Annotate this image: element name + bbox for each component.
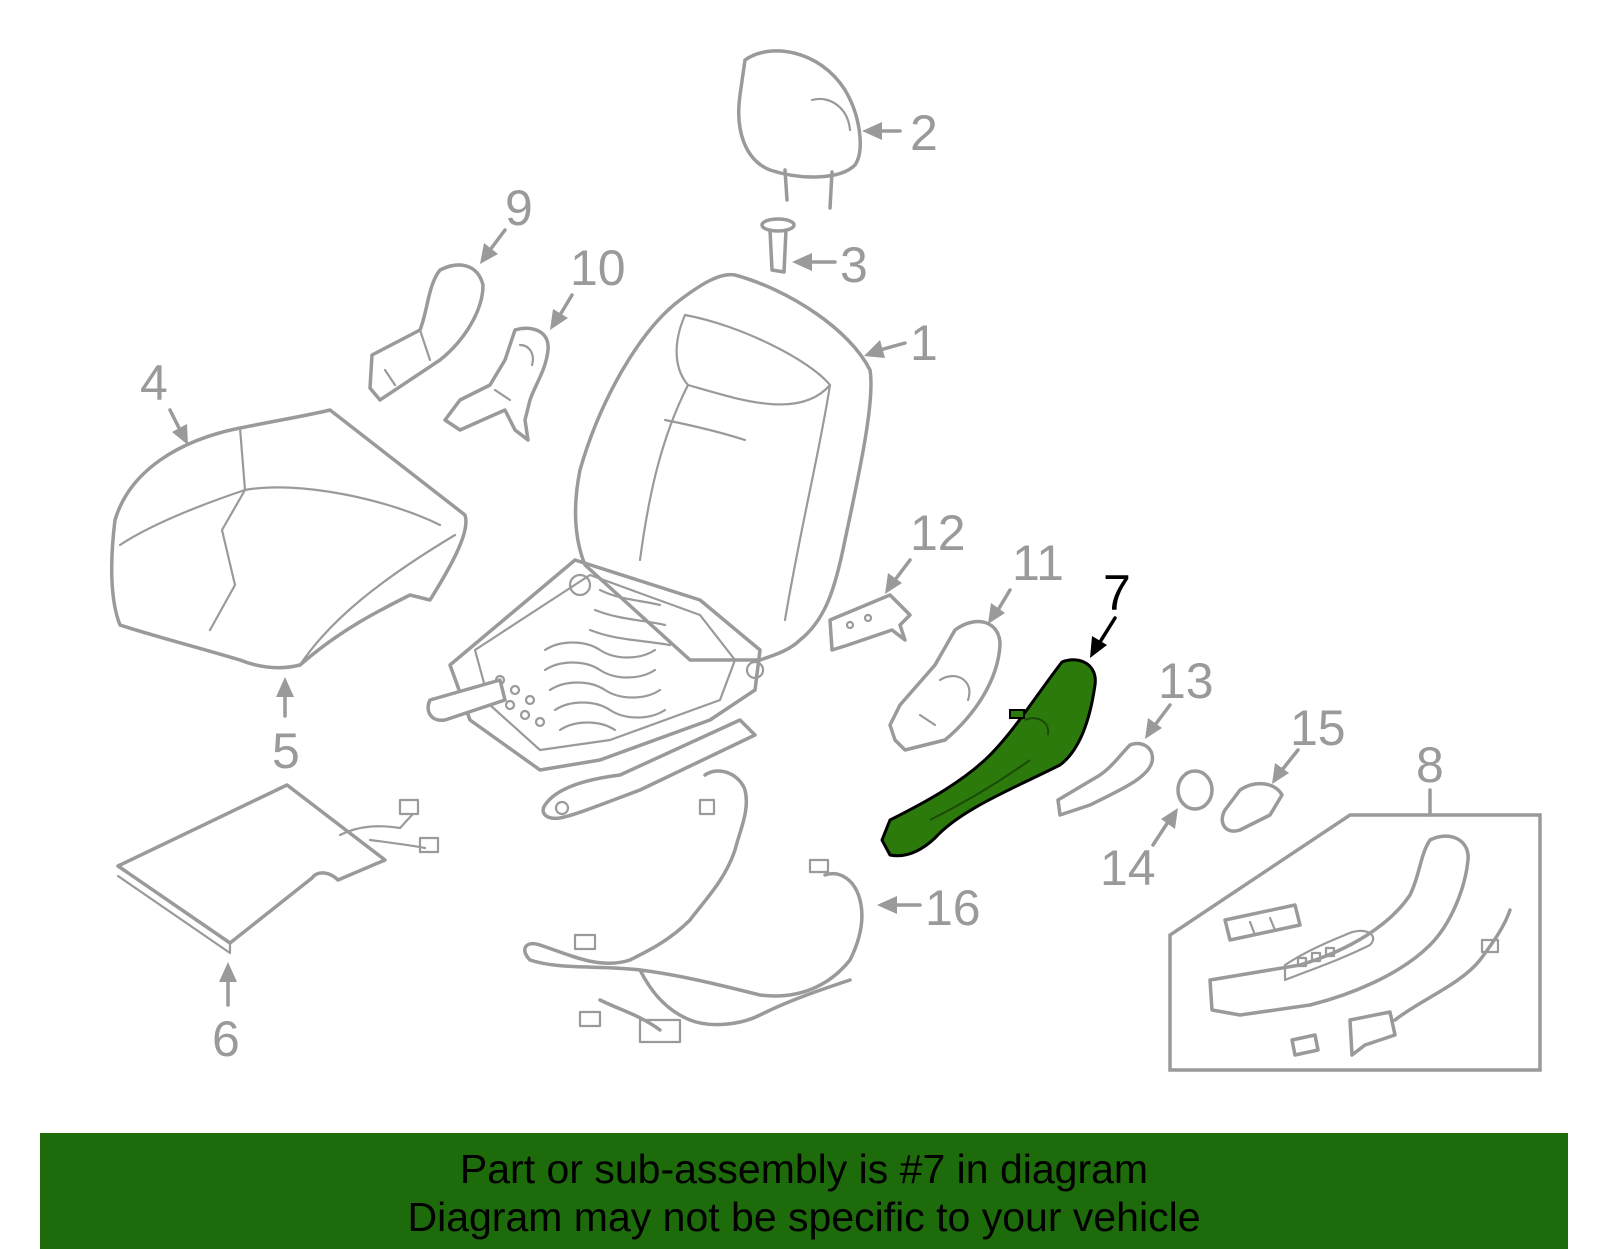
part-lever[interactable] (1056, 741, 1155, 817)
part-recliner-cover[interactable] (368, 263, 485, 402)
callout-16: 16 (925, 880, 981, 936)
callout-7-highlighted: 7 (1103, 565, 1131, 621)
highlighted-part-7 (880, 658, 1097, 858)
callout-12: 12 (910, 505, 966, 561)
callout-4: 4 (140, 355, 168, 411)
inset-box-8 (1168, 813, 1542, 1072)
callout-1: 1 (910, 315, 938, 371)
callout-6: 6 (212, 1011, 240, 1067)
callout-5: 5 (272, 723, 300, 779)
footer-line-1: Part or sub-assembly is #7 in diagram (459, 1146, 1149, 1192)
part-headrest-guide[interactable] (760, 217, 796, 274)
callout-numbers: 1 2 3 4 5 6 7 8 9 10 11 12 13 14 15 16 (140, 105, 1444, 1067)
callout-13: 13 (1158, 653, 1214, 709)
callout-lines (168, 122, 1432, 1007)
part-bracket-10[interactable] (443, 326, 550, 442)
part-8-inset[interactable] (1168, 813, 1542, 1072)
part-wiring-harness[interactable] (523, 769, 864, 1044)
callout-11: 11 (1012, 535, 1064, 591)
part-bracket-12[interactable] (828, 593, 912, 652)
callout-10: 10 (570, 240, 626, 296)
part-seat-frame (426, 558, 765, 821)
parts-diagram: 1 2 3 4 5 6 7 8 9 10 11 12 13 14 15 16 (110, 49, 1542, 1072)
callout-9: 9 (505, 180, 533, 236)
callout-14: 14 (1100, 840, 1156, 896)
part-side-cover-inner[interactable] (888, 619, 1002, 752)
footer-banner: Part or sub-assembly is #7 in diagram Di… (40, 1133, 1568, 1249)
callout-3: 3 (840, 237, 868, 293)
part-seat-cushion[interactable] (110, 408, 468, 670)
part-seat-back[interactable] (573, 272, 873, 662)
callout-15: 15 (1290, 700, 1346, 756)
part-headrest[interactable] (737, 49, 862, 210)
part-knob[interactable] (1176, 769, 1214, 811)
callout-2: 2 (910, 105, 938, 161)
part-cushion-pad[interactable] (116, 783, 440, 955)
part-switch[interactable] (1220, 782, 1284, 833)
footer-line-2: Diagram may not be specific to your vehi… (407, 1194, 1201, 1240)
part-seat-side-finisher[interactable] (880, 658, 1097, 858)
callout-8: 8 (1416, 737, 1444, 793)
